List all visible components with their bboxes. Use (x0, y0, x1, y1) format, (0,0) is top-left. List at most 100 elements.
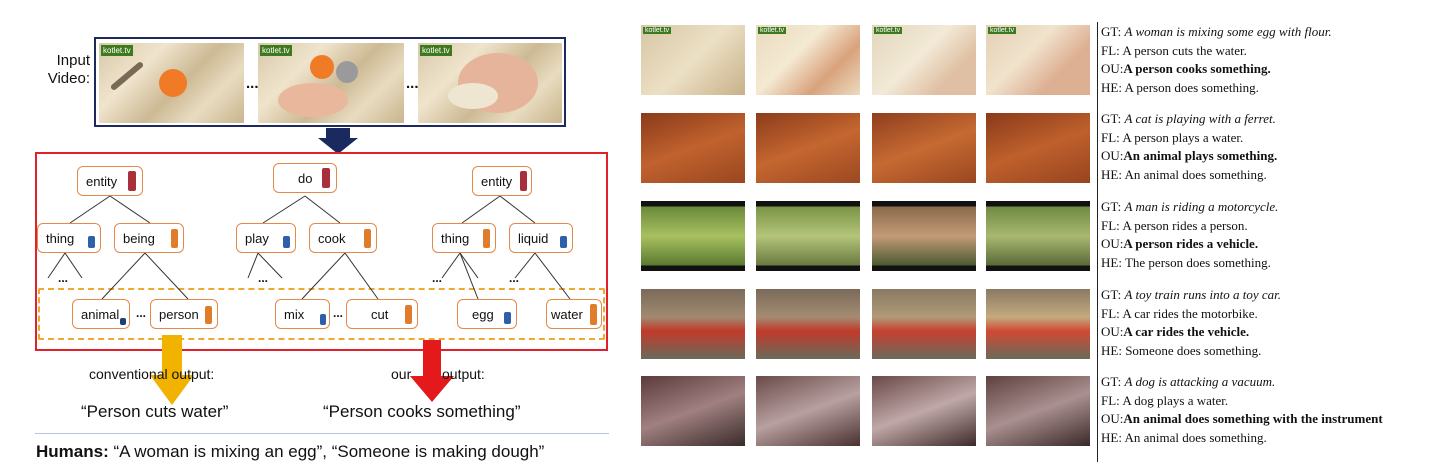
video-thumbnail (986, 113, 1090, 183)
hierarchy-edges (47, 195, 571, 300)
node-thing: thing (37, 223, 101, 253)
node-label: thing (46, 230, 75, 246)
node-liquid: liquid (509, 223, 573, 253)
ou-prefix: OU: (1101, 324, 1124, 339)
video-thumbnail: kotlet.tv (986, 25, 1090, 95)
node-entity: entity (472, 166, 532, 196)
node-label: mix (284, 306, 305, 322)
score-bar (560, 236, 567, 248)
gt-prefix: GT: (1101, 374, 1122, 389)
video-thumbnail: kotlet.tv (756, 25, 860, 95)
our-output-label-2: output: (442, 366, 485, 382)
node-label: being (123, 230, 155, 246)
gt-caption: A dog is attacking a vacuum. (1124, 374, 1276, 389)
fl-prefix: FL: (1101, 42, 1120, 58)
he-caption: The person does something. (1124, 254, 1271, 270)
he-prefix: HE: (1101, 429, 1122, 445)
score-bar (520, 171, 527, 191)
score-bar (120, 318, 126, 325)
video-thumbnail (756, 289, 860, 359)
ou-caption: A person cooks something. (1123, 61, 1271, 76)
fl-caption: A dog plays a water. (1122, 392, 1229, 408)
tree-ellipsis: ... (432, 271, 443, 285)
gt-caption: A toy train runs into a toy car. (1124, 287, 1282, 302)
caption-block: GT: A toy train runs into a toy car. FL:… (1101, 286, 1281, 360)
node-label: cut (371, 306, 389, 322)
video-thumbnail (756, 201, 860, 271)
conventional-output-label: conventional output: (89, 366, 215, 382)
node-mix: mix (275, 299, 330, 329)
our-output-arrow-icon (410, 340, 454, 402)
concept-hierarchy-box (35, 152, 608, 351)
tree-ellipsis: ... (258, 271, 269, 285)
our-output-label: our (391, 366, 412, 382)
node-label: person (159, 306, 199, 322)
video-thumbnail (986, 289, 1090, 359)
fl-caption: A person rides a person. (1122, 217, 1248, 233)
node-do: do (273, 163, 337, 193)
fl-caption: A car rides the motorbike. (1122, 305, 1258, 321)
node-label: liquid (518, 230, 549, 246)
watermark: kotlet.tv (101, 45, 133, 56)
our-result: “Person cooks something” (323, 402, 521, 421)
node-thing: thing (432, 223, 496, 253)
down-arrow-icon (318, 128, 358, 154)
score-bar (283, 236, 290, 248)
humans-text: “A woman is mixing an egg”, “Someone is … (113, 442, 545, 461)
fl-prefix: FL: (1101, 392, 1120, 408)
caption-block: GT: A woman is mixing some egg with flou… (1101, 23, 1332, 97)
node-label: animal (81, 306, 120, 322)
score-bar (364, 229, 371, 248)
gt-caption: A woman is mixing some egg with flour. (1124, 24, 1332, 39)
node-water: water (546, 299, 602, 329)
score-bar (320, 314, 326, 325)
gt-prefix: GT: (1101, 111, 1122, 126)
gt-caption: A man is riding a motorcycle. (1124, 199, 1279, 214)
human-captions: Humans: “A woman is mixing an egg”, “Som… (36, 442, 544, 462)
node-egg: egg (457, 299, 517, 329)
video-thumbnail (641, 113, 745, 183)
fl-prefix: FL: (1101, 129, 1120, 145)
vertical-divider (1097, 22, 1098, 462)
score-bar (483, 229, 490, 248)
score-bar (405, 305, 412, 324)
fl-caption: A person cuts the water. (1122, 42, 1247, 58)
node-label: cook (318, 230, 346, 246)
score-bar (128, 171, 136, 191)
video-thumbnail (986, 201, 1090, 271)
node-play: play (236, 223, 296, 253)
video-thumbnail (641, 289, 745, 359)
video-frame-3: kotlet.tv (418, 43, 562, 123)
watermark: kotlet.tv (643, 27, 672, 34)
video-thumbnail (872, 376, 976, 446)
ou-prefix: OU: (1101, 61, 1124, 76)
video-frame-2: kotlet.tv (258, 43, 404, 123)
caption-block: GT: A dog is attacking a vacuum. FL: A d… (1101, 373, 1383, 447)
gt-prefix: GT: (1101, 287, 1122, 302)
node-label: thing (441, 230, 470, 246)
he-prefix: HE: (1101, 79, 1122, 95)
he-prefix: HE: (1101, 166, 1122, 182)
video-thumbnail (872, 113, 976, 183)
tree-ellipsis: ... (58, 271, 69, 285)
gt-prefix: GT: (1101, 199, 1122, 214)
node-label: water (551, 306, 583, 322)
tree-ellipsis: ... (509, 271, 520, 285)
node-being: being (114, 223, 184, 253)
fl-prefix: FL: (1101, 305, 1120, 321)
video-thumbnail: kotlet.tv (872, 25, 976, 95)
node-label: egg (472, 306, 494, 322)
conventional-output-arrow-icon (150, 335, 194, 405)
watermark: kotlet.tv (758, 27, 787, 34)
score-bar (205, 306, 212, 324)
node-label: play (245, 230, 269, 246)
gt-caption: A cat is playing with a ferret. (1124, 111, 1276, 126)
leaf-ellipsis: ... (333, 306, 344, 320)
input-video-strip: kotlet.tv ... kotlet.tv ... kotlet.tv (94, 37, 566, 127)
video-thumbnail (872, 289, 976, 359)
humans-label: Humans: (36, 442, 109, 461)
ou-prefix: OU: (1101, 411, 1124, 426)
node-label: entity (86, 173, 118, 189)
node-cook: cook (309, 223, 377, 253)
watermark: kotlet.tv (260, 45, 292, 56)
